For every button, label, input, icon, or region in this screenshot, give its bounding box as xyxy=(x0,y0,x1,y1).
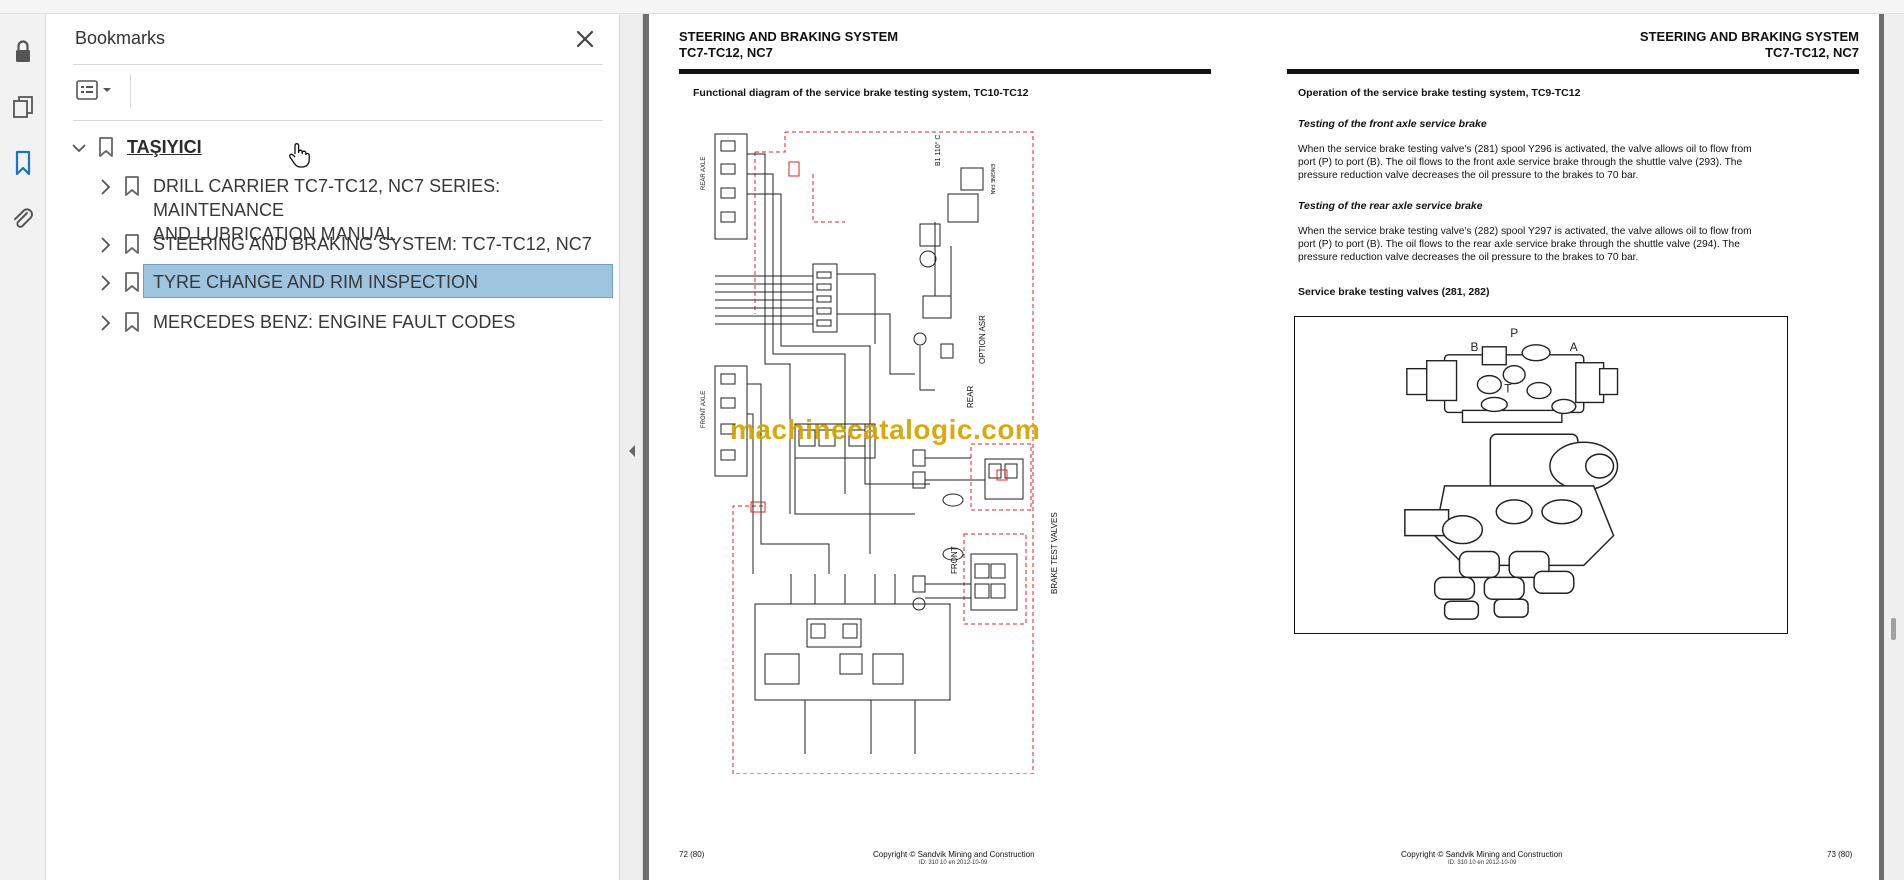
divider xyxy=(73,120,603,121)
section-title: Functional diagram of the service brake … xyxy=(693,87,1029,99)
bookmark-label: TAŞIYICI xyxy=(127,137,202,157)
bookmark-icon[interactable] xyxy=(8,148,38,178)
bookmark-flag-icon xyxy=(125,272,139,292)
bookmark-label: DRILL CARRIER TC7-TC12, NC7 SERIES: MAIN… xyxy=(153,174,619,246)
footer-copyright: Copyright © Sandvik Mining and Construct… xyxy=(873,850,1035,859)
rear-brake-title: Testing of the rear axle service brake xyxy=(1298,200,1483,212)
diagram-label-option-asr: OPTION ASR xyxy=(978,315,987,364)
rear-brake-text-line3: pressure reduction valve decreases the o… xyxy=(1298,252,1639,263)
footer-doc-id: ID: 310 10 en 2012-10-09 xyxy=(919,860,988,866)
chevron-right-icon[interactable] xyxy=(95,234,115,256)
bookmark-label: MERCEDES BENZ: ENGINE FAULT CODES xyxy=(153,312,516,332)
panel-splitter[interactable] xyxy=(619,14,643,880)
port-label-t: T xyxy=(1504,382,1511,396)
bookmarks-panel: Bookmarks TAŞIYICI DRILL CARRIE xyxy=(47,14,619,880)
chevron-right-icon[interactable] xyxy=(95,272,115,294)
collapse-panel-icon[interactable] xyxy=(627,444,637,458)
diagram-label-front: FRONT xyxy=(950,546,959,574)
bookmark-item-maintenance-manual[interactable]: DRILL CARRIER TC7-TC12, NC7 SERIES: MAIN… xyxy=(95,174,619,246)
footer-copyright: Copyright © Sandvik Mining and Construct… xyxy=(1401,850,1563,859)
bookmark-options-button[interactable] xyxy=(75,78,121,104)
bookmark-item-engine-fault-codes[interactable]: MERCEDES BENZ: ENGINE FAULT CODES xyxy=(95,310,515,334)
diagram-label-brake-test-valves: BRAKE TEST VALVES xyxy=(1050,512,1059,594)
footer-page-number: 72 (80) xyxy=(679,850,705,859)
diagram-label-front-axle: FRONT AXLE xyxy=(701,391,707,428)
valve-photo: P B A T xyxy=(1294,316,1788,634)
chevron-right-icon[interactable] xyxy=(95,312,115,334)
bookmark-flag-icon xyxy=(125,234,139,254)
rear-brake-text-line2: port (P) to port (B). The oil flows to t… xyxy=(1298,239,1740,250)
page-header-title: STEERING AND BRAKING SYSTEM xyxy=(1639,29,1859,44)
page-73: STEERING AND BRAKING SYSTEM TC7-TC12, NC… xyxy=(1257,14,1879,880)
page-header-subtitle: TC7-TC12, NC7 xyxy=(1765,45,1859,60)
page-header-subtitle: TC7-TC12, NC7 xyxy=(679,45,773,60)
vertical-scrollbar[interactable] xyxy=(1884,14,1904,880)
lock-icon[interactable] xyxy=(8,36,38,66)
scrollbar-thumb[interactable] xyxy=(1891,618,1896,640)
front-brake-text-line2: port (P) to port (B). The oil flows to t… xyxy=(1298,157,1743,168)
hydraulic-diagram: REAR AXLE FRONT AXLE REAR FRONT OPTION A… xyxy=(701,131,1059,774)
bookmark-label: TYRE CHANGE AND RIM INSPECTION xyxy=(153,272,479,292)
close-icon[interactable] xyxy=(573,27,597,51)
valves-section-title: Service brake testing valves (281, 282) xyxy=(1298,286,1490,298)
document-view[interactable]: STEERING AND BRAKING SYSTEM TC7-TC12, NC… xyxy=(643,14,1904,880)
bookmark-item-steering-braking[interactable]: STEERING AND BRAKING SYSTEM: TC7-TC12, N… xyxy=(95,232,592,256)
diagram-label-engine-fan: ENGINE FAN xyxy=(989,164,995,195)
bookmark-flag-icon xyxy=(125,176,139,196)
bookmarks-panel-title: Bookmarks xyxy=(75,28,166,48)
bookmark-label-line2: AND LUBRICATION MANUAL xyxy=(153,224,396,244)
port-label-p: P xyxy=(1510,326,1518,340)
port-label-a: A xyxy=(1570,340,1578,354)
paperclip-icon[interactable] xyxy=(8,204,38,234)
header-rule xyxy=(679,69,1211,74)
watermark-text: machinecatalogic.com xyxy=(730,414,1041,445)
diagram-label-rear-axle: REAR AXLE xyxy=(701,157,707,190)
section-title: Operation of the service brake testing s… xyxy=(1298,87,1581,99)
diagram-label-rear: REAR xyxy=(966,386,975,408)
toolbar-divider xyxy=(130,74,131,108)
chevron-down-icon[interactable] xyxy=(69,137,89,159)
diagram-label-b1: B1 110° C xyxy=(934,135,942,166)
footer-doc-id: ID: 310 10 en 2012-10-09 xyxy=(1448,860,1517,866)
bookmark-selection-highlight xyxy=(143,264,613,298)
front-brake-text-line1: When the service brake testing valve's (… xyxy=(1298,144,1752,155)
front-brake-text-line3: pressure reduction valve decreases the o… xyxy=(1298,170,1639,181)
footer-page-number: 73 (80) xyxy=(1827,850,1853,859)
bookmark-flag-icon xyxy=(99,137,113,157)
left-navigation-rail xyxy=(0,14,46,880)
page-header-title: STEERING AND BRAKING SYSTEM xyxy=(679,29,899,44)
bookmark-label: STEERING AND BRAKING SYSTEM: TC7-TC12, N… xyxy=(153,234,592,254)
header-rule xyxy=(1287,69,1859,74)
bookmark-label-line1: DRILL CARRIER TC7-TC12, NC7 SERIES: MAIN… xyxy=(153,176,501,220)
rear-brake-text-line1: When the service brake testing valve's (… xyxy=(1298,226,1752,237)
front-brake-title: Testing of the front axle service brake xyxy=(1298,118,1487,130)
bookmark-flag-icon xyxy=(125,312,139,332)
chevron-right-icon[interactable] xyxy=(95,176,115,198)
divider xyxy=(73,64,603,65)
top-toolbar-strip xyxy=(0,0,1904,14)
bookmark-item-tyre-change[interactable]: TYRE CHANGE AND RIM INSPECTION xyxy=(95,270,478,294)
port-label-b: B xyxy=(1470,340,1478,354)
bookmark-item-root[interactable]: TAŞIYICI xyxy=(69,135,202,159)
page-72: STEERING AND BRAKING SYSTEM TC7-TC12, NC… xyxy=(649,14,1266,880)
pages-icon[interactable] xyxy=(8,92,38,122)
